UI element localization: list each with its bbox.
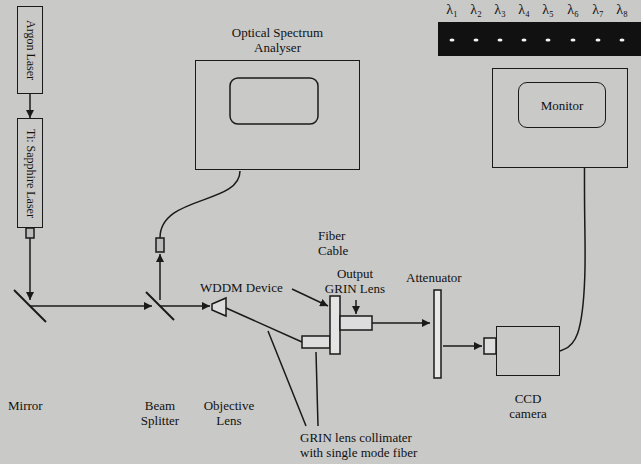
spectrum-strip <box>438 22 641 56</box>
fiber-cable <box>160 171 240 238</box>
wavelength-label: λ₆ <box>562 2 584 17</box>
part-label: Mirror <box>8 398 68 413</box>
part-label: WDDM Device <box>200 280 290 295</box>
wavelength-label: λ₃ <box>489 2 511 17</box>
leader-line <box>268 331 306 426</box>
laser-name: Ti: Sapphire Laser <box>23 129 38 218</box>
leader-line <box>316 352 318 426</box>
part-label: Objective Lens <box>198 398 260 428</box>
analyser-box: Optical Spectrum Analyser <box>195 60 360 170</box>
device-name: Monitor <box>518 82 606 128</box>
wddm-device <box>330 296 340 354</box>
spectrum-dots <box>450 38 625 41</box>
part-label: GRIN lens collimater with single mode fi… <box>300 430 430 460</box>
beam-arrow <box>29 94 31 118</box>
laser-output-port <box>26 228 34 238</box>
laser-beam <box>29 238 31 300</box>
output-beam <box>443 345 482 347</box>
laser-box: Ti: Sapphire Laser <box>17 118 43 228</box>
leader-arrow <box>292 289 328 306</box>
part-label: Output GRIN Lens <box>322 266 388 296</box>
part-label: Fiber Cable <box>318 228 360 258</box>
objective-lens-symbol <box>212 298 226 316</box>
wavelength-label: λ₂ <box>465 2 487 17</box>
device-name: CCD camera <box>504 391 552 421</box>
analyser-screen <box>230 78 318 124</box>
laser-beam <box>30 305 152 307</box>
part-label: Beam Splitter <box>135 398 185 428</box>
attenuator <box>434 290 441 378</box>
video-cable <box>560 168 585 351</box>
wavelength-label: λ₈ <box>611 2 633 17</box>
laser-beam <box>159 254 161 300</box>
wavelength-label: λ₁ <box>441 2 463 17</box>
laser-beam <box>160 305 210 307</box>
leader-arrow <box>355 300 357 314</box>
camera-body: CCD camera <box>496 326 560 376</box>
device-name: Optical Spectrum Analyser <box>223 25 333 55</box>
camera-lens <box>484 338 496 354</box>
wavelength-label: λ₅ <box>537 2 559 17</box>
part-label: Attenuator <box>406 270 486 285</box>
grin-collimator <box>302 336 330 348</box>
fiber-connector <box>156 238 164 252</box>
output-beam <box>372 322 430 324</box>
wavelength-label: λ₄ <box>513 2 535 17</box>
single-mode-fiber <box>226 308 302 342</box>
output-grin-lens <box>340 316 372 330</box>
laser-box: Argon Laser <box>17 6 43 94</box>
monitor-box: Monitor <box>492 68 628 168</box>
laser-name: Argon Laser <box>23 20 38 80</box>
wavelength-label: λ₇ <box>587 2 609 17</box>
